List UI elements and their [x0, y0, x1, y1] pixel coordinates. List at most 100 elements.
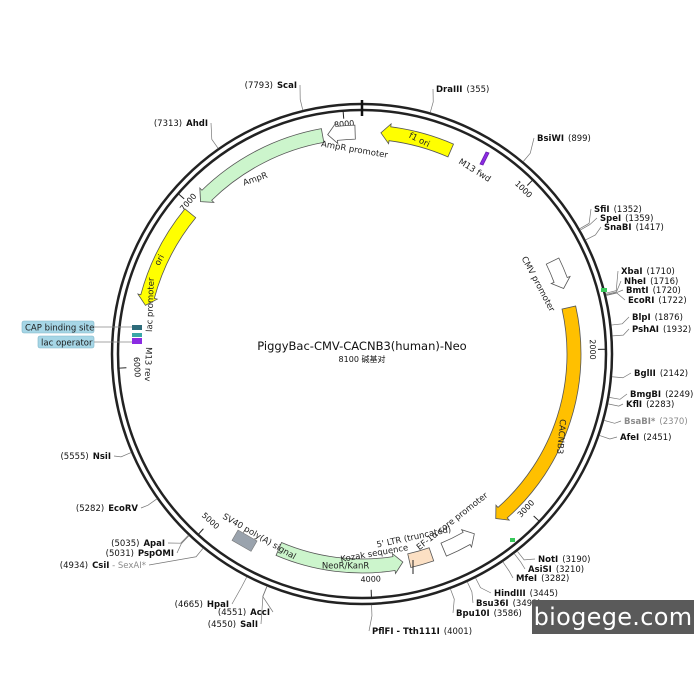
- site-leader-line: [466, 581, 474, 604]
- site-label: HindIII(3445): [494, 589, 558, 599]
- site-leader-line: [475, 577, 492, 594]
- site-position: (7313): [154, 119, 182, 129]
- site-name: KflI: [626, 400, 642, 410]
- site-label: (5035) ApaI: [111, 539, 165, 549]
- sv40-polya-box: [231, 529, 258, 552]
- site-leader-line: [450, 588, 455, 614]
- site-leader-line: [260, 586, 268, 625]
- site-name: AfeI: [620, 433, 639, 443]
- cap-site-marker: [132, 325, 142, 330]
- green-marker-noti: [510, 538, 515, 542]
- site-position: (4001): [444, 627, 472, 637]
- site-label: SpeI (1359): [600, 214, 653, 224]
- feature-label: AmpR promoter: [320, 140, 389, 161]
- site-leader-line: [607, 403, 624, 407]
- sv40-label: SV40 poly(A) signal: [221, 512, 298, 562]
- site-position: (4665): [175, 600, 203, 610]
- site-name: NotI: [538, 555, 558, 565]
- site-label: DraIII(355): [436, 85, 489, 95]
- cap-binding-site-text: CAP binding site: [25, 324, 94, 334]
- site-label: (5282)EcoRV: [76, 504, 138, 514]
- site-position: (2142): [660, 369, 688, 379]
- green-marker-ecori: [601, 288, 607, 292]
- site-name: MfeI: [516, 574, 537, 584]
- site-leader-line: [513, 553, 526, 570]
- site-leader-line: [140, 498, 158, 509]
- site-label: Bpu10I(3586): [456, 609, 522, 619]
- site-name: PshAI: [632, 325, 659, 335]
- site-leader-line: [368, 604, 373, 632]
- site-position: (1352): [614, 205, 642, 215]
- m13-rev-label: M13 rev: [142, 347, 153, 382]
- site-name: AsiSI: [528, 565, 552, 575]
- tick-label: 7000: [178, 192, 198, 213]
- site-name: SfiI: [594, 205, 610, 215]
- site-position: (1932): [663, 325, 691, 335]
- site-leader-line: [167, 534, 189, 544]
- site-label: BlpI(1876): [632, 313, 683, 323]
- site-name: BsiWI: [537, 134, 564, 144]
- site-position: (5031): [106, 549, 134, 559]
- site-label: (7793)ScaI: [245, 81, 297, 91]
- tick-mark: [197, 528, 204, 536]
- lac-promoter-label: lac promoter: [145, 277, 157, 332]
- site-name: Bsu36I: [476, 599, 509, 609]
- feature-label: CACNB3: [554, 419, 567, 455]
- site-position: (1359): [625, 214, 653, 224]
- site-leader-line: [579, 208, 592, 230]
- site-leader-line: [429, 88, 434, 113]
- site-leader-line: [612, 328, 630, 337]
- site-position: (7793): [245, 81, 273, 91]
- lac-operator-text: lac operator: [41, 339, 93, 349]
- site-label: XbaI (1710): [621, 267, 675, 277]
- site-label: (5031) PspOMI: [106, 549, 174, 559]
- tick-label: 6000: [132, 357, 142, 378]
- site-leader-line: [606, 292, 626, 301]
- site-label: NheI(1716): [624, 277, 678, 287]
- site-name: SpeI: [600, 214, 621, 224]
- site-leader-line: [210, 122, 219, 149]
- site-name: PspOMI: [138, 549, 174, 559]
- site-name: NheI: [624, 277, 646, 287]
- tick-mark: [342, 110, 345, 119]
- site-name: NsiI: [93, 452, 111, 462]
- site-position: (899): [568, 134, 591, 144]
- site-position: (1710): [647, 267, 675, 277]
- site-position: (5035): [111, 539, 139, 549]
- site-label: (5555)NsiI: [60, 452, 111, 462]
- site-leader-line: [609, 393, 628, 400]
- site-label: (4551)AccI: [218, 608, 270, 618]
- feature-label: AmpR: [242, 171, 269, 189]
- site-name: XbaI: [621, 267, 643, 277]
- site-name: AccI: [250, 608, 270, 618]
- site-name: AhdI: [186, 119, 208, 129]
- site-leader-line: [599, 435, 618, 440]
- site-position: (2370): [659, 417, 687, 427]
- site-label: (7313) AhdI: [154, 119, 208, 129]
- tick-label: 2000: [588, 339, 597, 360]
- site-leader-line: [262, 586, 274, 613]
- tick-label: 4000: [360, 574, 381, 584]
- site-position: (3210): [556, 565, 584, 575]
- site-label: BsaBI*(2370): [624, 417, 688, 427]
- site-label: BsiWI (899): [537, 134, 591, 144]
- site-label: SfiI (1352): [594, 205, 642, 215]
- site-label: (4934)CsiI - SexAI*: [60, 561, 146, 571]
- restriction-sites: DraIII(355) BsiWI (899) SfiI (1352)SpeI (1359…: [60, 81, 694, 637]
- feature-label: NeoR/KanR: [322, 561, 370, 571]
- site-name: ApaI: [143, 539, 165, 549]
- site-leader-line: [299, 84, 304, 111]
- site-label: NotI(3190): [538, 555, 590, 565]
- site-position: (4550): [208, 620, 236, 630]
- site-label: EcoRI(1722): [628, 296, 687, 306]
- site-leader-line: [231, 576, 248, 605]
- site-position: (2249): [665, 390, 693, 400]
- feature-arrow: [407, 547, 435, 568]
- site-label: SnaBI(1417): [604, 223, 664, 233]
- tick-mark: [533, 515, 540, 522]
- site-name: EcoRV: [108, 504, 138, 514]
- site-leader-line: [580, 217, 598, 231]
- site-name: BsaBI*: [624, 417, 656, 427]
- site-position: (1876): [655, 313, 683, 323]
- site-leader-line: [611, 316, 630, 326]
